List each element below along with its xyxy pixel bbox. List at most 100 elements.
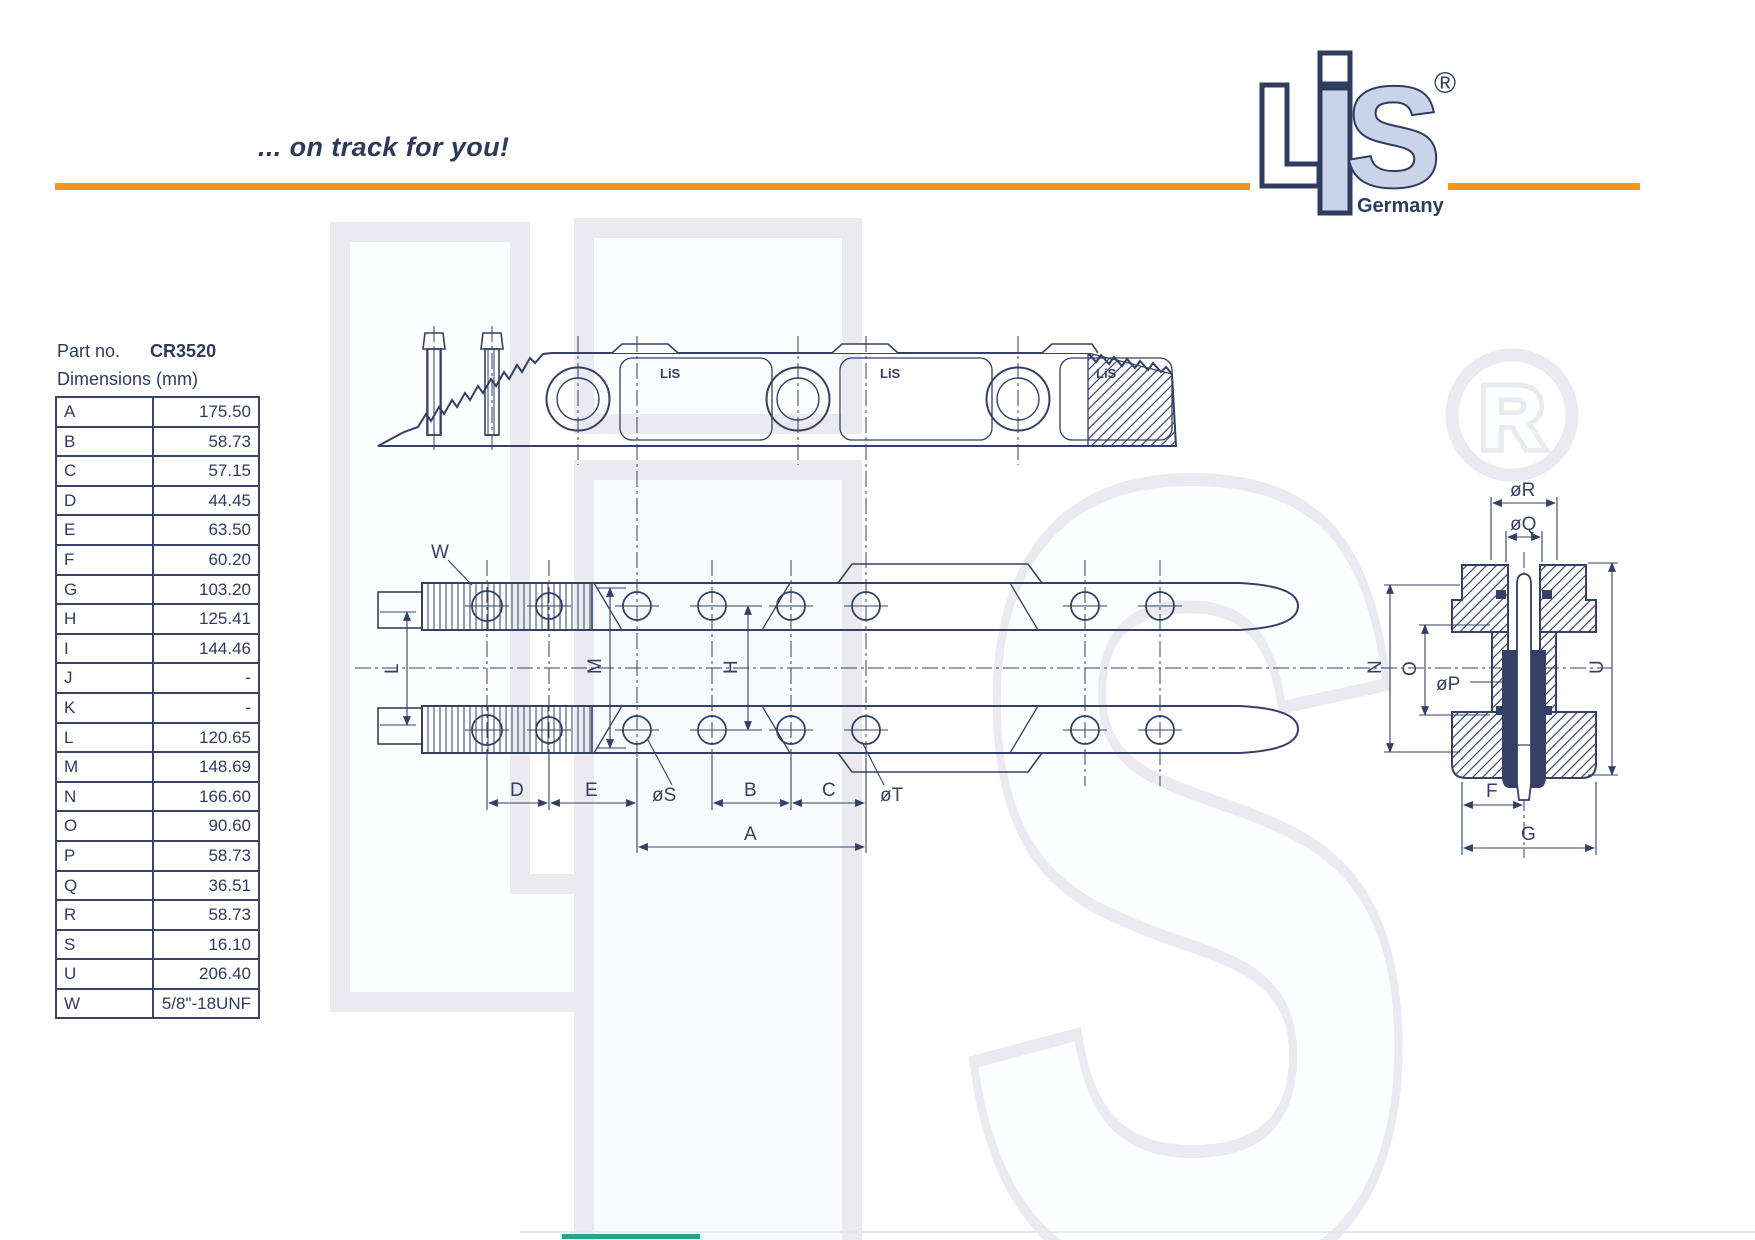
stamp-lis: LiS (1096, 366, 1117, 381)
dim-value: 166.60 (199, 786, 251, 806)
dim-key: I (57, 634, 154, 663)
dim-key: U (57, 960, 154, 988)
technical-drawing: LiS LiS LiS (355, 326, 1618, 858)
dim-value: 16.10 (208, 934, 251, 954)
logo-country-label: Germany (1357, 195, 1445, 217)
watermark-letter-i-stem (574, 460, 862, 1240)
dim-value: 60.20 (208, 549, 251, 569)
watermark-registered-r: R (1480, 368, 1544, 467)
logo-letter-i-dot (1317, 50, 1353, 87)
dimension-lines (380, 497, 1618, 855)
table-row: J- (57, 664, 258, 694)
dim-value: 58.73 (208, 431, 251, 451)
dim-value: 125.41 (199, 609, 251, 629)
dim-key: J (57, 664, 154, 692)
dim-label-a: A (744, 824, 757, 845)
plan-view (377, 563, 1300, 773)
dim-value: 58.73 (208, 905, 251, 925)
dim-value: 90.60 (208, 816, 251, 836)
dim-key: F (57, 545, 154, 574)
dim-key: D (57, 486, 154, 515)
pin-holes (465, 590, 1182, 746)
table-row: O 90.60 (57, 812, 258, 842)
dim-value: 57.15 (208, 461, 251, 481)
dim-label-l: L (382, 663, 403, 674)
dim-label-d: D (510, 780, 524, 801)
bushing-left (1502, 650, 1517, 788)
dim-key: M (57, 753, 154, 781)
dim-value: 103.20 (199, 579, 251, 599)
dim-value: 44.45 (208, 490, 251, 510)
elevation-cut-hatch (1087, 352, 1177, 447)
dimension-labels: W L M H D E øS B C øT A øR øQ N O øP U F… (382, 480, 1608, 845)
watermark-letter-i-dot (574, 218, 862, 434)
table-row: N 166.60 (57, 782, 258, 813)
dim-value: 120.65 (199, 727, 251, 747)
dim-label-f: F (1486, 781, 1498, 802)
dimensions-unit-label: Dimensions (mm) (57, 369, 199, 389)
dim-key: K (57, 693, 154, 722)
table-row: M 148.69 (57, 753, 258, 783)
bottom-teal-strip (562, 1234, 700, 1239)
table-row: S 16.10 (57, 930, 258, 961)
table-row: W 5/8"-18UNF (57, 989, 258, 1018)
table-row: K- (57, 693, 258, 724)
table-row: B 58.73 (57, 427, 258, 458)
table-row: H 125.41 (57, 605, 258, 635)
dim-key: Q (57, 871, 154, 900)
dim-label-phi-s: øS (652, 785, 676, 806)
dim-label-g: G (1521, 824, 1536, 845)
dim-label-h: H (721, 660, 742, 674)
dim-key: P (57, 841, 154, 870)
dim-label-phi-r: øR (1510, 480, 1535, 501)
dim-value: 36.51 (208, 875, 251, 895)
part-label: Part no. (57, 341, 121, 361)
dim-key: H (57, 605, 154, 633)
table-row: D 44.45 (57, 486, 258, 517)
dim-key: O (57, 812, 154, 840)
dim-label-c: C (822, 780, 836, 801)
dim-label-u: U (1587, 660, 1608, 674)
company-logo: S ® Germany (1250, 36, 1485, 221)
link-logo-stamps: LiS LiS LiS (660, 366, 1117, 381)
part-number-line: Part no.CR3520 (57, 341, 216, 362)
logo-graphic: S ® Germany (1250, 36, 1456, 221)
slogan: ... on track for you! (258, 132, 510, 162)
dim-label-phi-p: øP (1436, 674, 1460, 695)
seals (1496, 590, 1552, 715)
master-bolts (422, 332, 504, 436)
dim-label-b: B (744, 780, 757, 801)
table-row: F 60.20 (57, 545, 258, 576)
table-row: C 57.15 (57, 457, 258, 487)
dim-label-m: M (585, 658, 606, 674)
section-view (1451, 564, 1597, 801)
orange-rule (55, 183, 1640, 190)
dim-key: N (57, 782, 154, 811)
registered-trademark-icon: ® (1434, 67, 1456, 100)
dim-value: 148.69 (199, 757, 251, 777)
dim-value: - (245, 697, 251, 717)
dim-key: L (57, 723, 154, 752)
stamp-lis: LiS (660, 366, 681, 381)
logo-letter-s: S (1346, 58, 1441, 217)
dim-label-phi-q: øQ (1510, 514, 1536, 535)
dim-value: 5/8"-18UNF (161, 993, 251, 1013)
dim-label-phi-t: øT (880, 785, 904, 806)
dim-key: S (57, 930, 154, 959)
table-row: L 120.65 (57, 723, 258, 754)
dim-value: 63.50 (208, 520, 251, 540)
table-row: Q 36.51 (57, 871, 258, 902)
dim-value: 58.73 (208, 845, 251, 865)
dim-key: W (57, 989, 154, 1018)
dim-value: 175.50 (199, 402, 251, 421)
dim-key: C (57, 457, 154, 485)
dim-key: B (57, 427, 154, 456)
page-bottom-line (520, 1231, 1755, 1233)
